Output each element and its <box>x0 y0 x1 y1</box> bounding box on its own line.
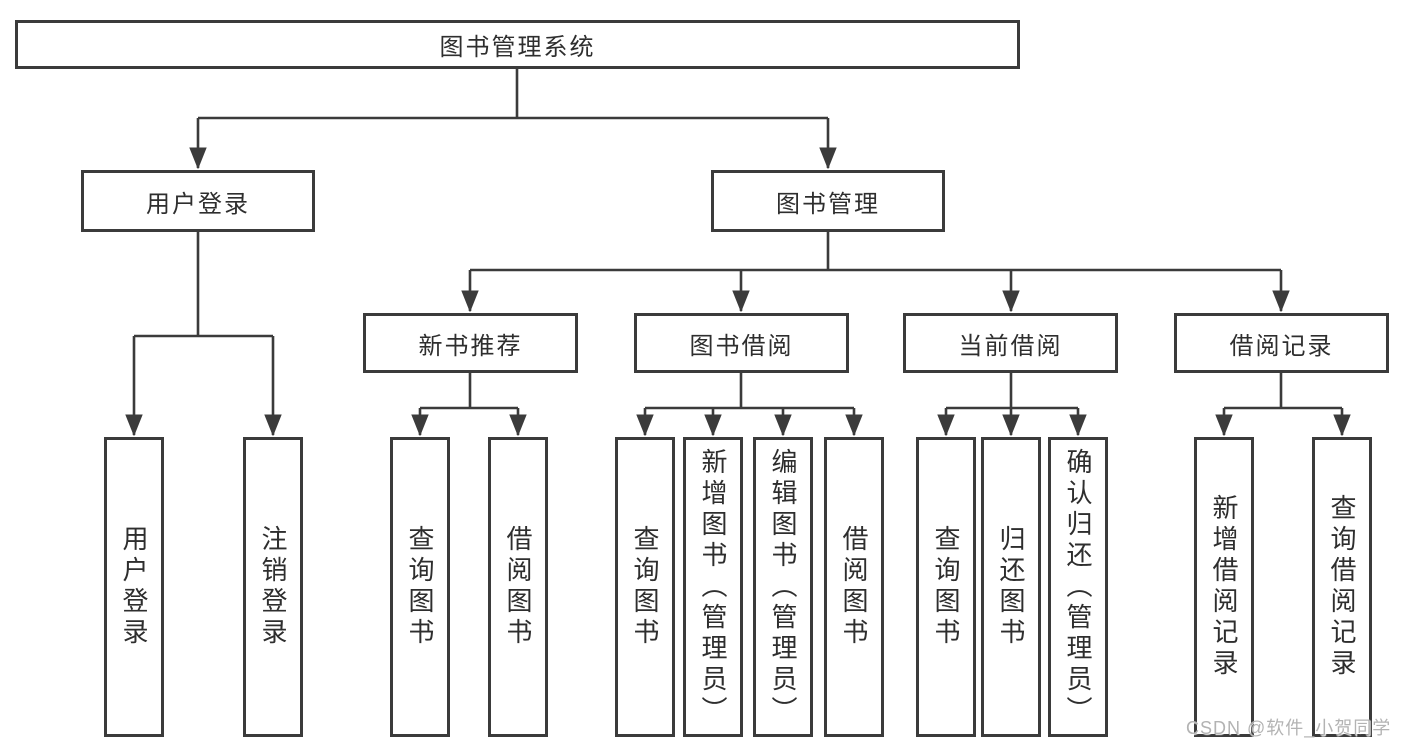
leaf-add-borrow-record: 新增借阅记录 <box>1194 437 1254 737</box>
leaf-add-book-admin: 新增图书（管理员） <box>683 437 743 737</box>
node-current-borrow: 当前借阅 <box>903 313 1118 373</box>
node-user-login: 用户登录 <box>81 170 315 232</box>
leaf-query-books-recommend: 查询图书 <box>390 437 450 737</box>
leaf-return-book: 归还图书 <box>981 437 1041 737</box>
leaf-query-books-current: 查询图书 <box>916 437 976 737</box>
leaf-query-borrow-record: 查询借阅记录 <box>1312 437 1372 737</box>
leaf-query-books-borrow: 查询图书 <box>615 437 675 737</box>
connector-trunks <box>134 69 1342 410</box>
leaf-logout: 注销登录 <box>243 437 303 737</box>
node-book-borrow: 图书借阅 <box>634 313 849 373</box>
leaf-edit-book-admin: 编辑图书（管理员） <box>753 437 813 737</box>
leaf-confirm-return-admin: 确认归还（管理员） <box>1048 437 1108 737</box>
node-borrow-records: 借阅记录 <box>1174 313 1389 373</box>
node-book-management: 图书管理 <box>711 170 945 232</box>
node-root: 图书管理系统 <box>15 20 1020 69</box>
leaf-borrow-books: 借阅图书 <box>824 437 884 737</box>
watermark: CSDN @软件_小贺同学 <box>1186 718 1392 738</box>
leaf-user-login: 用户登录 <box>104 437 164 737</box>
node-new-book-recommend: 新书推荐 <box>363 313 578 373</box>
leaf-borrow-books-recommend: 借阅图书 <box>488 437 548 737</box>
